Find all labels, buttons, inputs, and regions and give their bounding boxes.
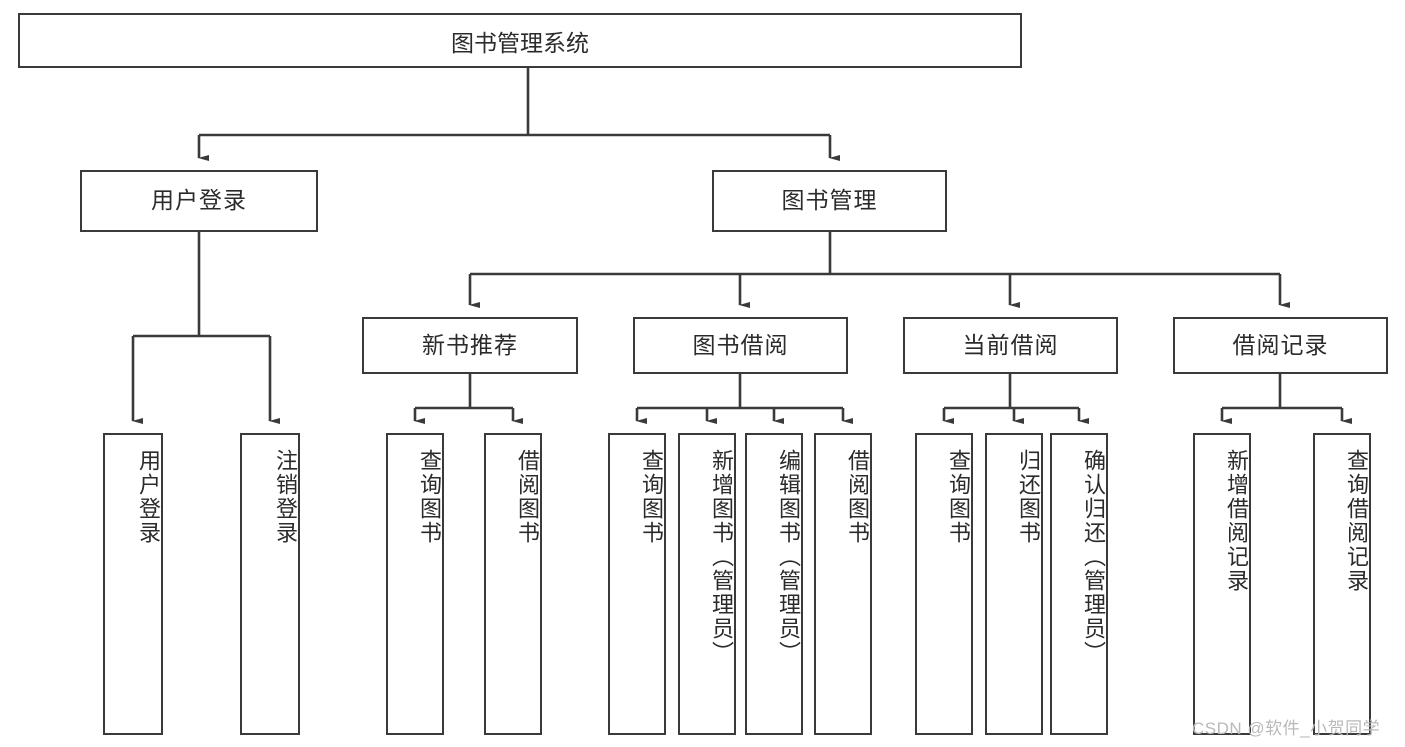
node-borrow-record[interactable]: 借阅记录: [1173, 317, 1388, 374]
node-label: 新增借阅记录: [1224, 449, 1249, 593]
leaf-return-book[interactable]: 归还图书: [985, 433, 1043, 735]
leaf-query-book-recommend[interactable]: 查询图书: [386, 433, 444, 735]
node-book-management[interactable]: 图书管理: [712, 170, 947, 232]
leaf-query-book-borrow[interactable]: 查询图书: [608, 433, 666, 735]
node-label: 图书管理: [781, 187, 878, 214]
node-label: 用户登录: [136, 449, 161, 545]
node-label: 归还图书: [1016, 449, 1041, 545]
node-label: 确认归还（管理员）: [1081, 449, 1106, 665]
node-label: 借阅图书: [845, 449, 870, 545]
leaf-user-login[interactable]: 用户登录: [103, 433, 163, 735]
node-label: 图书借阅: [692, 331, 789, 358]
leaf-edit-book-admin[interactable]: 编辑图书（管理员）: [745, 433, 803, 735]
node-new-book-recommend[interactable]: 新书推荐: [362, 317, 578, 374]
node-label: 新增图书（管理员）: [709, 449, 734, 665]
node-label: 用户登录: [151, 187, 247, 214]
node-label: 当前借阅: [962, 331, 1059, 358]
node-current-borrow[interactable]: 当前借阅: [903, 317, 1118, 374]
node-user-login[interactable]: 用户登录: [80, 170, 318, 232]
node-label: 借阅记录: [1232, 331, 1329, 358]
leaf-borrow-book[interactable]: 借阅图书: [814, 433, 872, 735]
leaf-confirm-return-admin[interactable]: 确认归还（管理员）: [1050, 433, 1108, 735]
node-label: 查询借阅记录: [1344, 449, 1369, 593]
leaf-query-book-current[interactable]: 查询图书: [915, 433, 973, 735]
node-book-borrow[interactable]: 图书借阅: [633, 317, 848, 374]
node-label: 查询图书: [639, 449, 664, 545]
node-label: 编辑图书（管理员）: [776, 449, 801, 665]
node-root[interactable]: 图书管理系统: [18, 13, 1022, 68]
leaf-add-book-admin[interactable]: 新增图书（管理员）: [678, 433, 736, 735]
leaf-add-borrow-record[interactable]: 新增借阅记录: [1193, 433, 1251, 735]
node-label: 查询图书: [417, 449, 442, 545]
node-label: 借阅图书: [515, 449, 540, 545]
node-label: 图书管理系统: [451, 29, 589, 56]
watermark-text: CSDN @软件_小贺同学: [1192, 719, 1381, 738]
node-label: 查询图书: [946, 449, 971, 545]
leaf-logout[interactable]: 注销登录: [240, 433, 300, 735]
node-label: 新书推荐: [422, 331, 518, 358]
leaf-borrow-book-recommend[interactable]: 借阅图书: [484, 433, 542, 735]
leaf-query-borrow-record[interactable]: 查询借阅记录: [1313, 433, 1371, 735]
node-label: 注销登录: [273, 449, 298, 545]
